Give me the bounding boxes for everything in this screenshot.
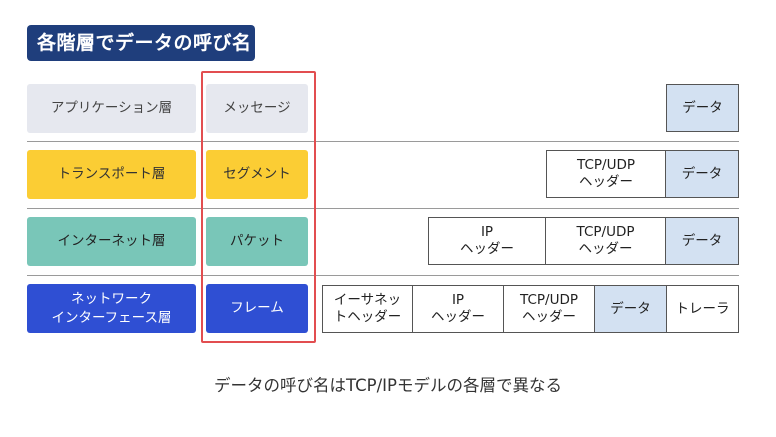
data-name-packet: パケット [206, 217, 308, 266]
layer-network-interface: ネットワーク インターフェース層 [27, 284, 196, 333]
segment-data: データ [595, 285, 667, 333]
layer-internet: インターネット層 [27, 217, 196, 266]
data-name-frame: フレーム [206, 284, 308, 333]
segment-trailer: トレーラ [667, 285, 739, 333]
row-divider [27, 275, 739, 276]
segment-ip-header: IP ヘッダー [413, 285, 504, 333]
row-divider [27, 208, 739, 209]
segment-tcp-udp-header: TCP/UDP ヘッダー [546, 150, 666, 198]
segment-tcp-udp-header: TCP/UDP ヘッダー [546, 217, 666, 265]
segment-data: データ [666, 150, 739, 198]
segment-data: データ [666, 84, 739, 132]
caption: データの呼び名はTCP/IPモデルの各層で異なる [214, 376, 562, 395]
segment-ethernet-header: イーサネッ トヘッダー [322, 285, 413, 333]
segment-ip-header: IP ヘッダー [428, 217, 546, 265]
row-divider [27, 141, 739, 142]
data-name-segment: セグメント [206, 150, 308, 199]
segment-tcp-udp-header: TCP/UDP ヘッダー [504, 285, 595, 333]
layer-application: アプリケーション層 [27, 84, 196, 133]
segment-data: データ [666, 217, 739, 265]
layer-transport: トランスポート層 [27, 150, 196, 199]
data-name-message: メッセージ [206, 84, 308, 133]
diagram-title: 各階層でデータの呼び名 [27, 25, 255, 61]
